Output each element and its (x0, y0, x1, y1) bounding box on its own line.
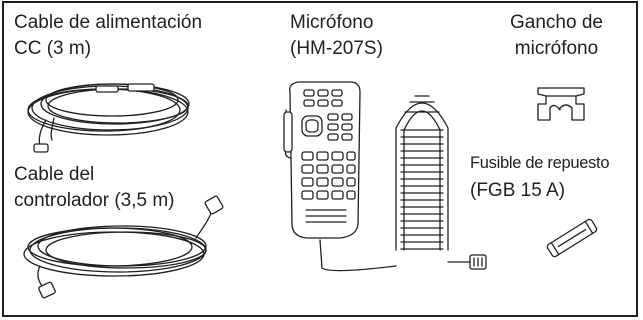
spare-fuse-icon (546, 218, 598, 257)
dc-cable-label: Cable de alimentación CC (3 m) (14, 10, 202, 62)
dc-cable-label-line2: CC (3 m) (14, 38, 92, 59)
controller-cable-label-line2: controlador (3,5 m) (14, 190, 175, 211)
controller-cable-label: Cable del controlador (3,5 m) (14, 162, 175, 214)
spare-fuse-label-line1: Fusible de repuesto (470, 154, 610, 172)
mic-hanger-icon (538, 88, 584, 120)
mic-number-keys (302, 152, 355, 199)
microphone-label-line2: (HM-207S) (290, 38, 383, 59)
controller-cable-label-line1: Cable del (14, 164, 95, 185)
mic-top-keys (302, 90, 352, 140)
microphone-label: Micrófono (HM-207S) (290, 10, 383, 62)
controller-cable-icon (24, 195, 224, 298)
dc-cable-label-line1: Cable de alimentación (14, 12, 203, 33)
microphone-label-line1: Micrófono (290, 12, 374, 33)
spare-fuse-label-line2: (FGB 15 A) (470, 180, 566, 201)
dc-power-cable-icon (28, 84, 189, 152)
mic-hanger-label-line2: micrófono (514, 38, 599, 59)
mic-hanger-label-line1: Gancho de (510, 12, 603, 33)
mic-hanger-label: Gancho de micrófono (510, 10, 603, 62)
accessories-frame (2, 1, 638, 317)
microphone-icon (284, 82, 486, 271)
mic-coiled-cord (320, 96, 486, 271)
spare-fuse-label: Fusible de repuesto (FGB 15 A) (470, 150, 610, 204)
